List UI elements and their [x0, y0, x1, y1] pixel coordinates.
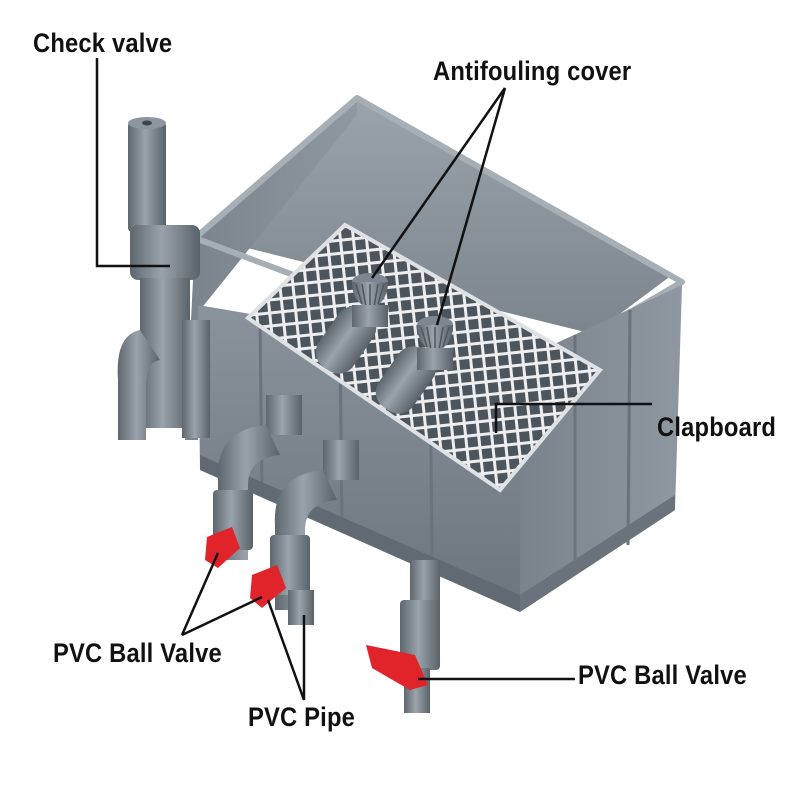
antifouling-covers	[315, 273, 453, 414]
check-valve-label: Check valve	[33, 28, 173, 58]
pvc-pipe-label: PVC Pipe	[248, 702, 356, 732]
leader-antifouling-2	[435, 87, 507, 326]
leader-ball-valve-2	[181, 595, 263, 637]
leader-clapboard	[494, 402, 652, 433]
ball-valve-label-right: PVC Ball Valve	[578, 660, 747, 690]
leader-check-valve	[95, 58, 170, 268]
leader-antifouling-1	[370, 87, 507, 279]
antifouling-cover-label: Antifouling cover	[433, 56, 632, 86]
check-valve-assembly	[117, 117, 210, 440]
ball-valve-label-left: PVC Ball Valve	[53, 638, 222, 668]
clapboard-label: Clapboard	[657, 412, 777, 442]
leader-pvc-pipe-1	[266, 599, 306, 701]
right-outlet-pipe	[366, 560, 440, 713]
leader-ball-valve-1	[180, 552, 220, 636]
leader-lines	[95, 58, 652, 701]
